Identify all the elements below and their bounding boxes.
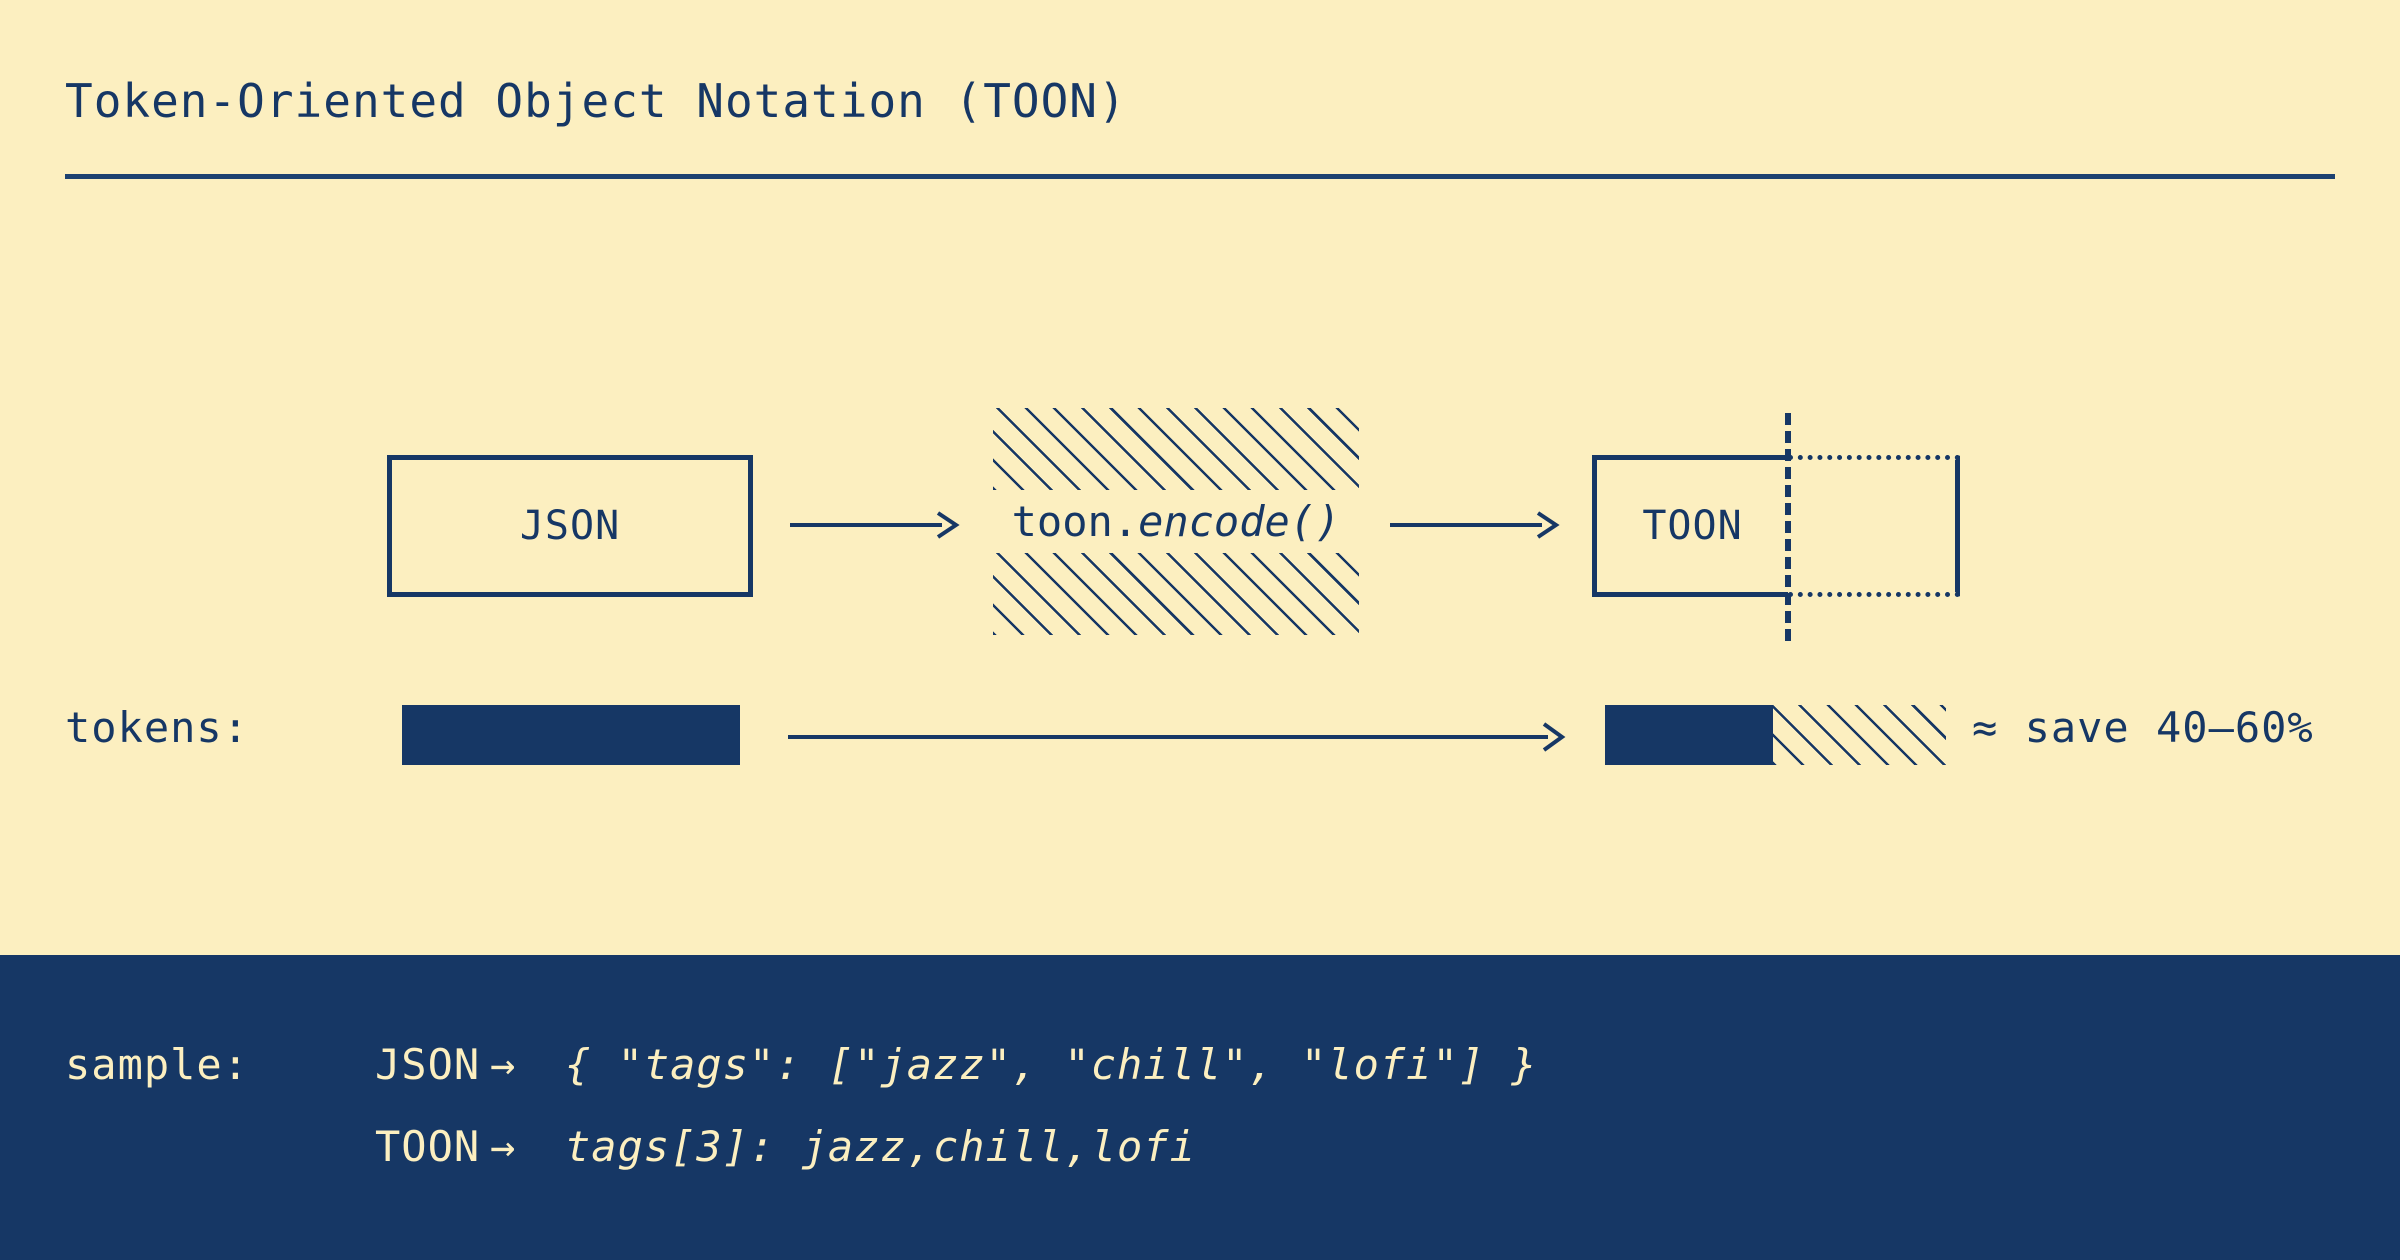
tokens-bar-toon-used bbox=[1605, 705, 1773, 765]
sample-format-label: TOON bbox=[375, 1122, 481, 1171]
savings-note: ≈ save 40–60% bbox=[1972, 703, 2314, 752]
tokens-bar-toon-saved bbox=[1773, 705, 1946, 765]
sample-format-label: JSON bbox=[375, 1040, 481, 1089]
encode-hatch-bottom bbox=[993, 553, 1359, 635]
encode-hatch-top bbox=[993, 408, 1359, 490]
sample-label: sample: bbox=[65, 1040, 250, 1089]
sample-code: tags[3]: jazz,chill,lofi bbox=[565, 1122, 1196, 1171]
sample-row: JSON→ { "tags": ["jazz", "chill", "lofi"]… bbox=[375, 1040, 1538, 1089]
toon-target-box: TOON bbox=[1592, 455, 1788, 597]
toon-saved-space-outline bbox=[1788, 455, 1960, 597]
sample-code: { "tags": ["jazz", "chill", "lofi"] } bbox=[565, 1040, 1538, 1089]
page-title: Token-Oriented Object Notation (TOON) bbox=[65, 74, 1127, 128]
title-divider bbox=[65, 174, 2335, 179]
encode-function: encode() bbox=[1138, 497, 1341, 546]
toon-size-divider bbox=[1785, 413, 1791, 641]
toon-box-label: TOON bbox=[1642, 503, 1743, 549]
json-box-label: JSON bbox=[519, 503, 621, 549]
encode-call-label: toon.encode() bbox=[993, 492, 1359, 552]
sample-row: TOON→ tags[3]: jazz,chill,lofi bbox=[375, 1122, 1196, 1171]
arrow-right-icon-encode-to-toon bbox=[1390, 511, 1560, 539]
sample-arrow-icon: → bbox=[490, 1040, 517, 1089]
tokens-row-label: tokens: bbox=[65, 703, 250, 752]
json-source-box: JSON bbox=[387, 455, 753, 597]
sample-panel bbox=[0, 955, 2400, 1260]
tokens-bar-json bbox=[402, 705, 740, 765]
encode-namespace: toon. bbox=[1011, 497, 1139, 546]
arrow-right-icon-tokens bbox=[788, 722, 1566, 752]
sample-arrow-icon: → bbox=[490, 1122, 517, 1171]
arrow-right-icon-json-to-encode bbox=[790, 511, 960, 539]
